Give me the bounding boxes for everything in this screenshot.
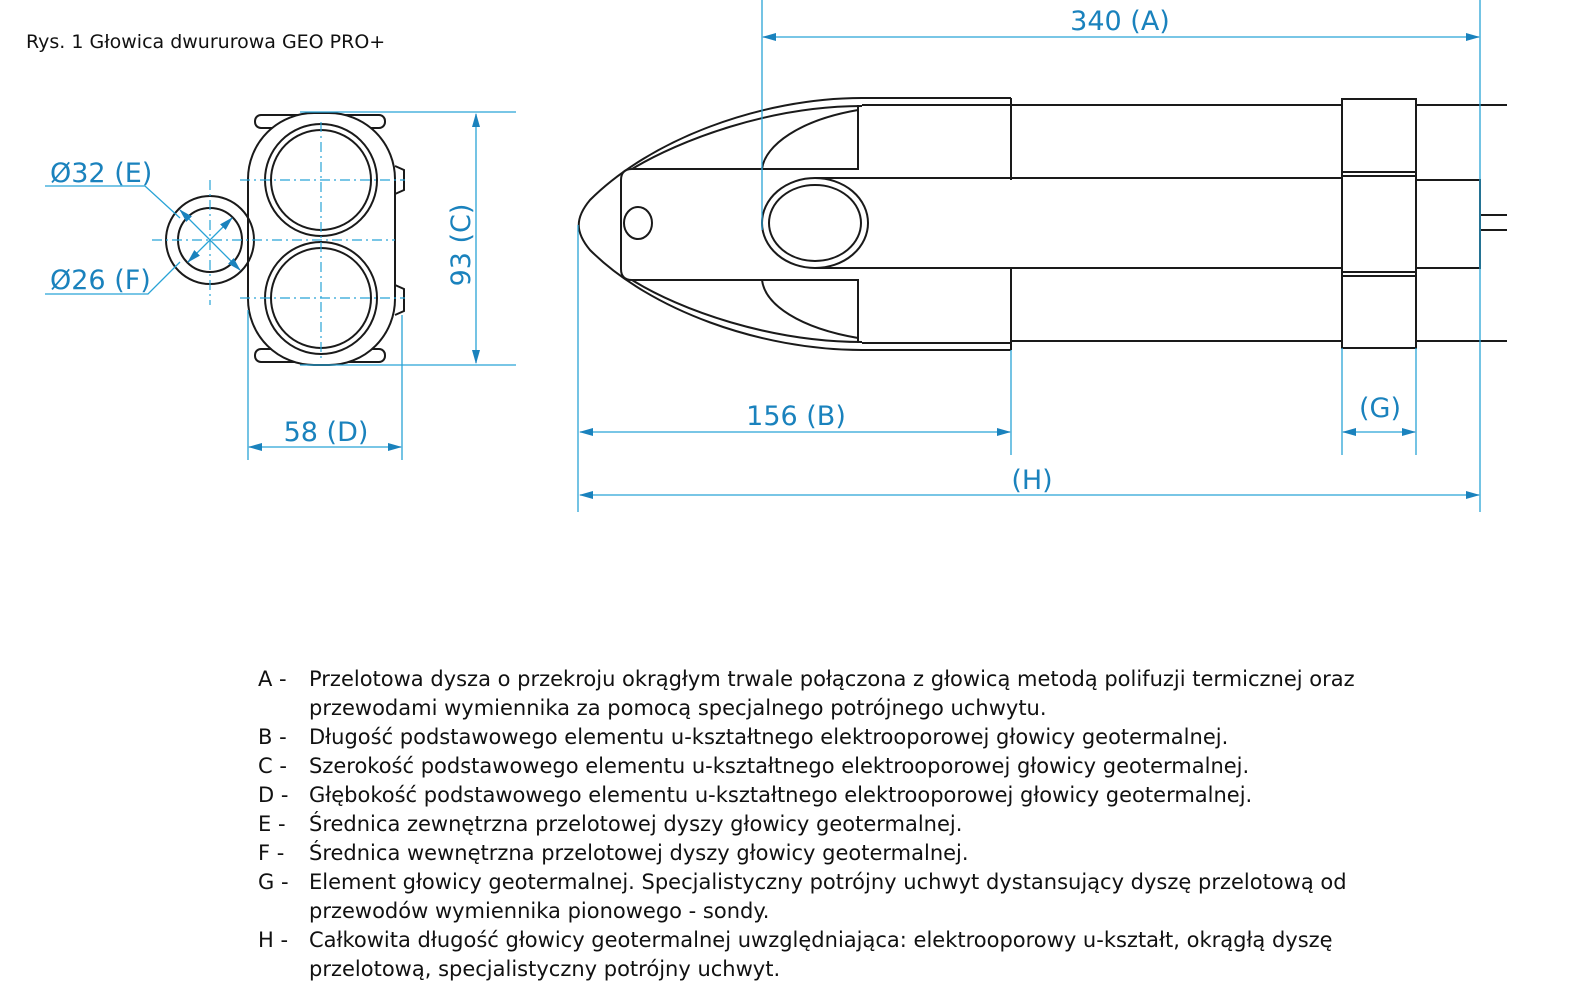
legend: A - Przelotowa dysza o przekroju okrągłym…	[258, 665, 1369, 984]
legend-item-g: G - Element głowicy geotermalnej. Specjal…	[258, 868, 1369, 926]
dimension-f-label: Ø26 (F)	[50, 265, 151, 296]
legend-key: H -	[258, 928, 289, 952]
legend-item-e: E - Średnica zewnętrzna przelotowej dyszy…	[258, 810, 1369, 839]
dimension-a-label: 340 (A)	[1070, 6, 1170, 37]
legend-text: Element głowicy geotermalnej. Specjalist…	[309, 870, 1347, 923]
side-view: 340 (A) 156 (B) (G) (H)	[577, 0, 1507, 512]
dimension-b-label: 156 (B)	[746, 401, 846, 432]
figure-caption: Rys. 1 Głowica dwururowa GEO PRO+	[26, 31, 386, 53]
dimension-d-label: 58 (D)	[284, 417, 369, 448]
legend-key: C -	[258, 754, 287, 778]
legend-text: Średnica zewnętrzna przelotowej dyszy gł…	[309, 812, 963, 836]
legend-text: Szerokość podstawowego elementu u-kształ…	[309, 754, 1250, 778]
legend-key: B -	[258, 725, 287, 749]
legend-text: Przelotowa dysza o przekroju okrągłym tr…	[309, 667, 1355, 720]
legend-key: G -	[258, 870, 289, 894]
legend-item-c: C - Szerokość podstawowego elementu u-ksz…	[258, 752, 1369, 781]
dimension-c-label: 93 (C)	[446, 204, 477, 287]
legend-key: A -	[258, 667, 287, 691]
legend-text: Długość podstawowego elementu u-kształtn…	[309, 725, 1229, 749]
legend-text: Średnica wewnętrzna przelotowej dyszy gł…	[309, 841, 969, 865]
end-view: 93 (C) 58 (D) Ø32 (E) Ø26 (F)	[45, 111, 516, 460]
legend-text: Całkowita długość głowicy geotermalnej u…	[309, 928, 1333, 981]
legend-item-d: D - Głębokość podstawowego elementu u-ksz…	[258, 781, 1369, 810]
legend-item-h: H - Całkowita długość głowicy geotermalne…	[258, 926, 1369, 984]
dimension-e-label: Ø32 (E)	[50, 158, 152, 189]
legend-key: E -	[258, 812, 286, 836]
tube-end-inner	[768, 184, 862, 262]
legend-item-a: A - Przelotowa dysza o przekroju okrągłym…	[258, 665, 1369, 723]
dimension-h-label: (H)	[1011, 465, 1052, 496]
dimension-g-label: (G)	[1359, 393, 1401, 424]
legend-key: D -	[258, 783, 289, 807]
legend-item-b: B - Długość podstawowego elementu u-kszta…	[258, 723, 1369, 752]
mounting-hole	[623, 206, 653, 240]
triple-holder	[1341, 98, 1417, 349]
side-lugs	[394, 165, 405, 316]
tube-end-outer	[761, 177, 869, 269]
nose-outer	[577, 97, 863, 351]
legend-text: Głębokość podstawowego elementu u-kształ…	[309, 783, 1253, 807]
legend-key: F -	[258, 841, 285, 865]
legend-item-f: F - Średnica wewnętrzna przelotowej dyszy…	[258, 839, 1369, 868]
